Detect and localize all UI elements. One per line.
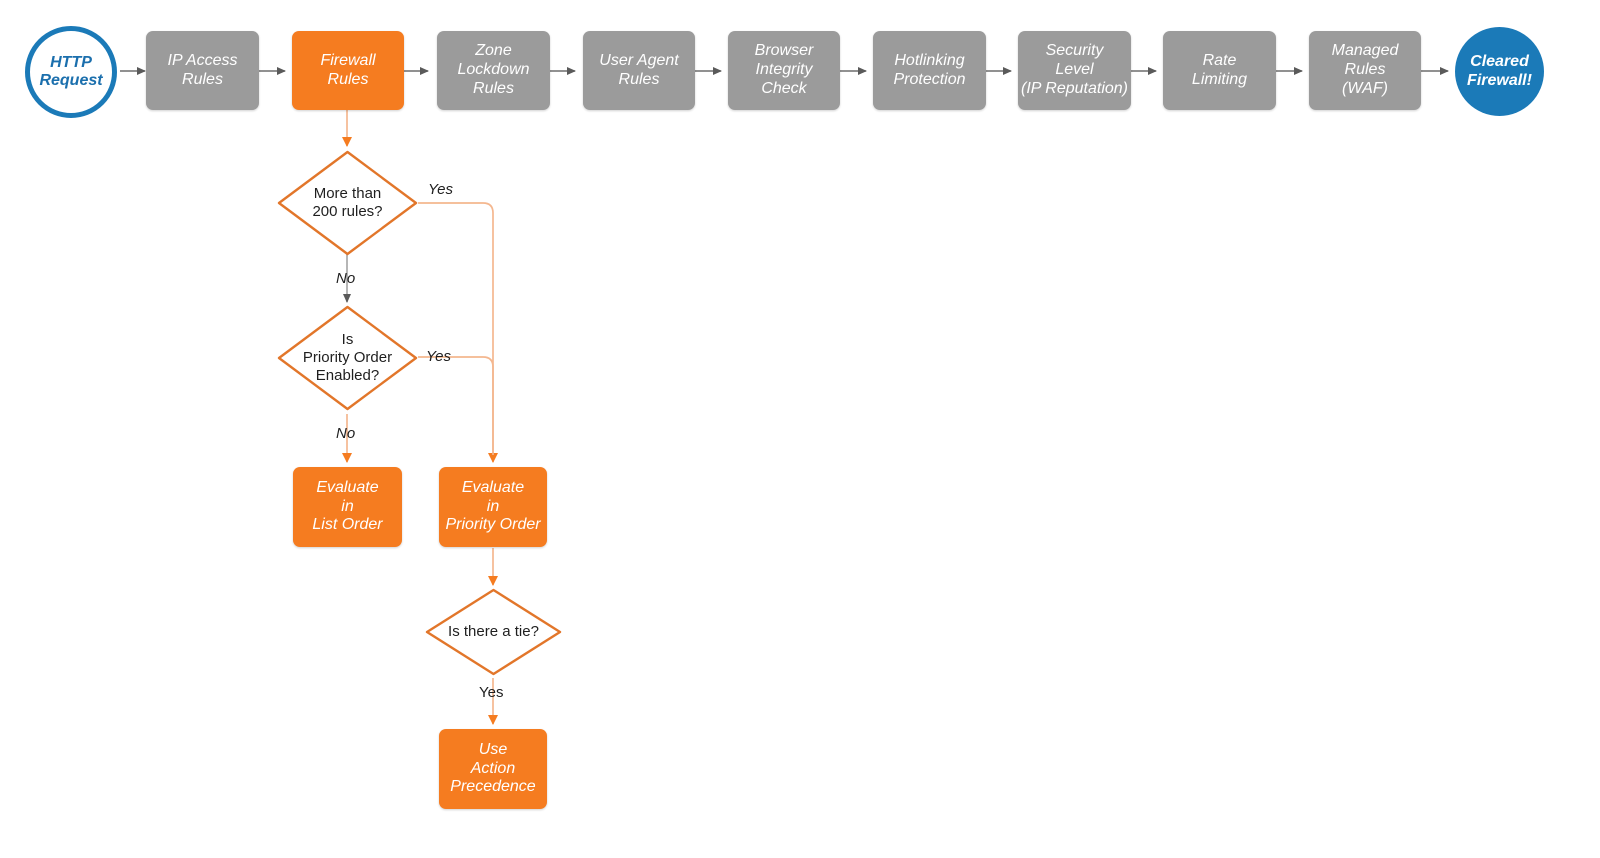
node-line: Firewall! bbox=[1467, 71, 1532, 89]
node-line: Priority Order bbox=[302, 348, 393, 366]
node-line: Precedence bbox=[450, 778, 536, 796]
node-browser-integrity-check-label: Browser Integrity Check bbox=[755, 42, 814, 99]
node-line: Is bbox=[341, 330, 354, 348]
decision-is-there-a-tie[interactable]: Is there a tie? bbox=[425, 588, 562, 676]
node-line: Evaluate bbox=[316, 478, 379, 496]
node-line: List Order bbox=[312, 516, 383, 534]
node-line: Lockdown bbox=[457, 61, 530, 79]
node-line: Rules bbox=[1344, 61, 1386, 79]
node-line: Enabled? bbox=[315, 367, 380, 385]
decision-is-priority-order-enabled-label: Is Priority Order Enabled? bbox=[277, 331, 418, 386]
node-line: Limiting bbox=[1191, 70, 1248, 88]
node-line: Rate bbox=[1202, 51, 1237, 69]
node-line: Rules bbox=[618, 70, 660, 88]
node-rate-limiting-label: Rate Limiting bbox=[1192, 52, 1247, 90]
node-line: Zone bbox=[475, 42, 512, 60]
node-firewall-rules[interactable]: Firewall Rules bbox=[292, 31, 404, 110]
node-use-action-precedence-label: Use Action Precedence bbox=[450, 741, 535, 798]
node-use-action-precedence[interactable]: Use Action Precedence bbox=[439, 729, 547, 809]
node-http-request-label: HTTP Request bbox=[39, 54, 102, 91]
node-line: Security bbox=[1045, 42, 1104, 60]
edge-label-more-than-200-yes: Yes bbox=[428, 181, 454, 198]
edge-label-more-than-200-no: No bbox=[336, 270, 356, 287]
node-user-agent-rules[interactable]: User Agent Rules bbox=[583, 31, 695, 110]
edge-label-tie-yes: Yes bbox=[479, 684, 504, 701]
node-zone-lockdown-rules-label: Zone Lockdown Rules bbox=[457, 42, 529, 99]
node-firewall-rules-label: Firewall Rules bbox=[320, 52, 375, 90]
node-line: in bbox=[341, 497, 354, 515]
node-line: Cleared bbox=[1470, 53, 1529, 71]
decision-is-priority-order-enabled[interactable]: Is Priority Order Enabled? bbox=[277, 305, 418, 411]
node-rate-limiting[interactable]: Rate Limiting bbox=[1163, 31, 1276, 110]
node-hotlinking-protection-label: Hotlinking Protection bbox=[893, 52, 965, 90]
node-evaluate-in-priority-order[interactable]: Evaluate in Priority Order bbox=[439, 467, 547, 547]
node-line: IP Access bbox=[167, 51, 238, 69]
node-line: Browser bbox=[754, 42, 814, 60]
edge-label-priority-order-yes: Yes bbox=[426, 348, 452, 365]
node-line: Is there a tie? bbox=[448, 622, 539, 640]
node-line: Request bbox=[39, 72, 103, 89]
edge-label-priority-order-no: No bbox=[336, 425, 356, 442]
diamond-shape bbox=[277, 150, 418, 256]
node-evaluate-in-list-order[interactable]: Evaluate in List Order bbox=[293, 467, 402, 547]
node-user-agent-rules-label: User Agent Rules bbox=[599, 52, 678, 90]
node-line: Use bbox=[478, 740, 508, 758]
node-line: (WAF) bbox=[1342, 79, 1388, 97]
node-line: Integrity bbox=[755, 61, 813, 79]
node-evaluate-in-priority-order-label: Evaluate in Priority Order bbox=[445, 479, 540, 536]
node-security-level[interactable]: Security Level (IP Reputation) bbox=[1018, 31, 1131, 110]
node-line: Firewall bbox=[320, 51, 376, 69]
node-line: Action bbox=[470, 759, 516, 777]
node-browser-integrity-check[interactable]: Browser Integrity Check bbox=[728, 31, 840, 110]
node-ip-access-rules[interactable]: IP Access Rules bbox=[146, 31, 259, 110]
diamond-shape bbox=[425, 588, 562, 676]
node-line: User Agent bbox=[599, 51, 679, 69]
node-line: Level bbox=[1055, 61, 1094, 79]
node-line: Managed bbox=[1331, 42, 1399, 60]
node-line: Rules bbox=[182, 70, 223, 88]
node-managed-rules-waf[interactable]: Managed Rules (WAF) bbox=[1309, 31, 1421, 110]
node-ip-access-rules-label: IP Access Rules bbox=[168, 52, 238, 90]
node-cleared-firewall-label: Cleared Firewall! bbox=[1467, 53, 1532, 90]
diamond-shape bbox=[277, 305, 418, 411]
node-line: (IP Reputation) bbox=[1020, 79, 1128, 97]
decision-is-there-a-tie-label: Is there a tie? bbox=[425, 623, 562, 641]
node-line: Hotlinking bbox=[894, 51, 965, 69]
node-line: Check bbox=[761, 79, 807, 97]
node-line: 200 rules? bbox=[312, 203, 383, 220]
node-managed-rules-waf-label: Managed Rules (WAF) bbox=[1332, 42, 1399, 99]
node-http-request[interactable]: HTTP Request bbox=[25, 26, 117, 118]
node-line: Rules bbox=[473, 79, 514, 97]
node-line: in bbox=[486, 497, 500, 515]
node-line: More than bbox=[313, 184, 382, 202]
node-zone-lockdown-rules[interactable]: Zone Lockdown Rules bbox=[437, 31, 550, 110]
node-cleared-firewall[interactable]: Cleared Firewall! bbox=[1455, 27, 1544, 116]
node-line: Protection bbox=[893, 70, 966, 88]
node-line: Priority Order bbox=[445, 516, 541, 534]
decision-more-than-200-rules[interactable]: More than 200 rules? bbox=[277, 150, 418, 256]
node-line: Rules bbox=[327, 70, 369, 88]
decision-more-than-200-rules-label: More than 200 rules? bbox=[277, 185, 418, 222]
node-line: Evaluate bbox=[461, 478, 525, 496]
node-evaluate-in-list-order-label: Evaluate in List Order bbox=[312, 479, 382, 536]
node-hotlinking-protection[interactable]: Hotlinking Protection bbox=[873, 31, 986, 110]
node-security-level-label: Security Level (IP Reputation) bbox=[1021, 42, 1128, 99]
node-line: HTTP bbox=[50, 53, 92, 71]
